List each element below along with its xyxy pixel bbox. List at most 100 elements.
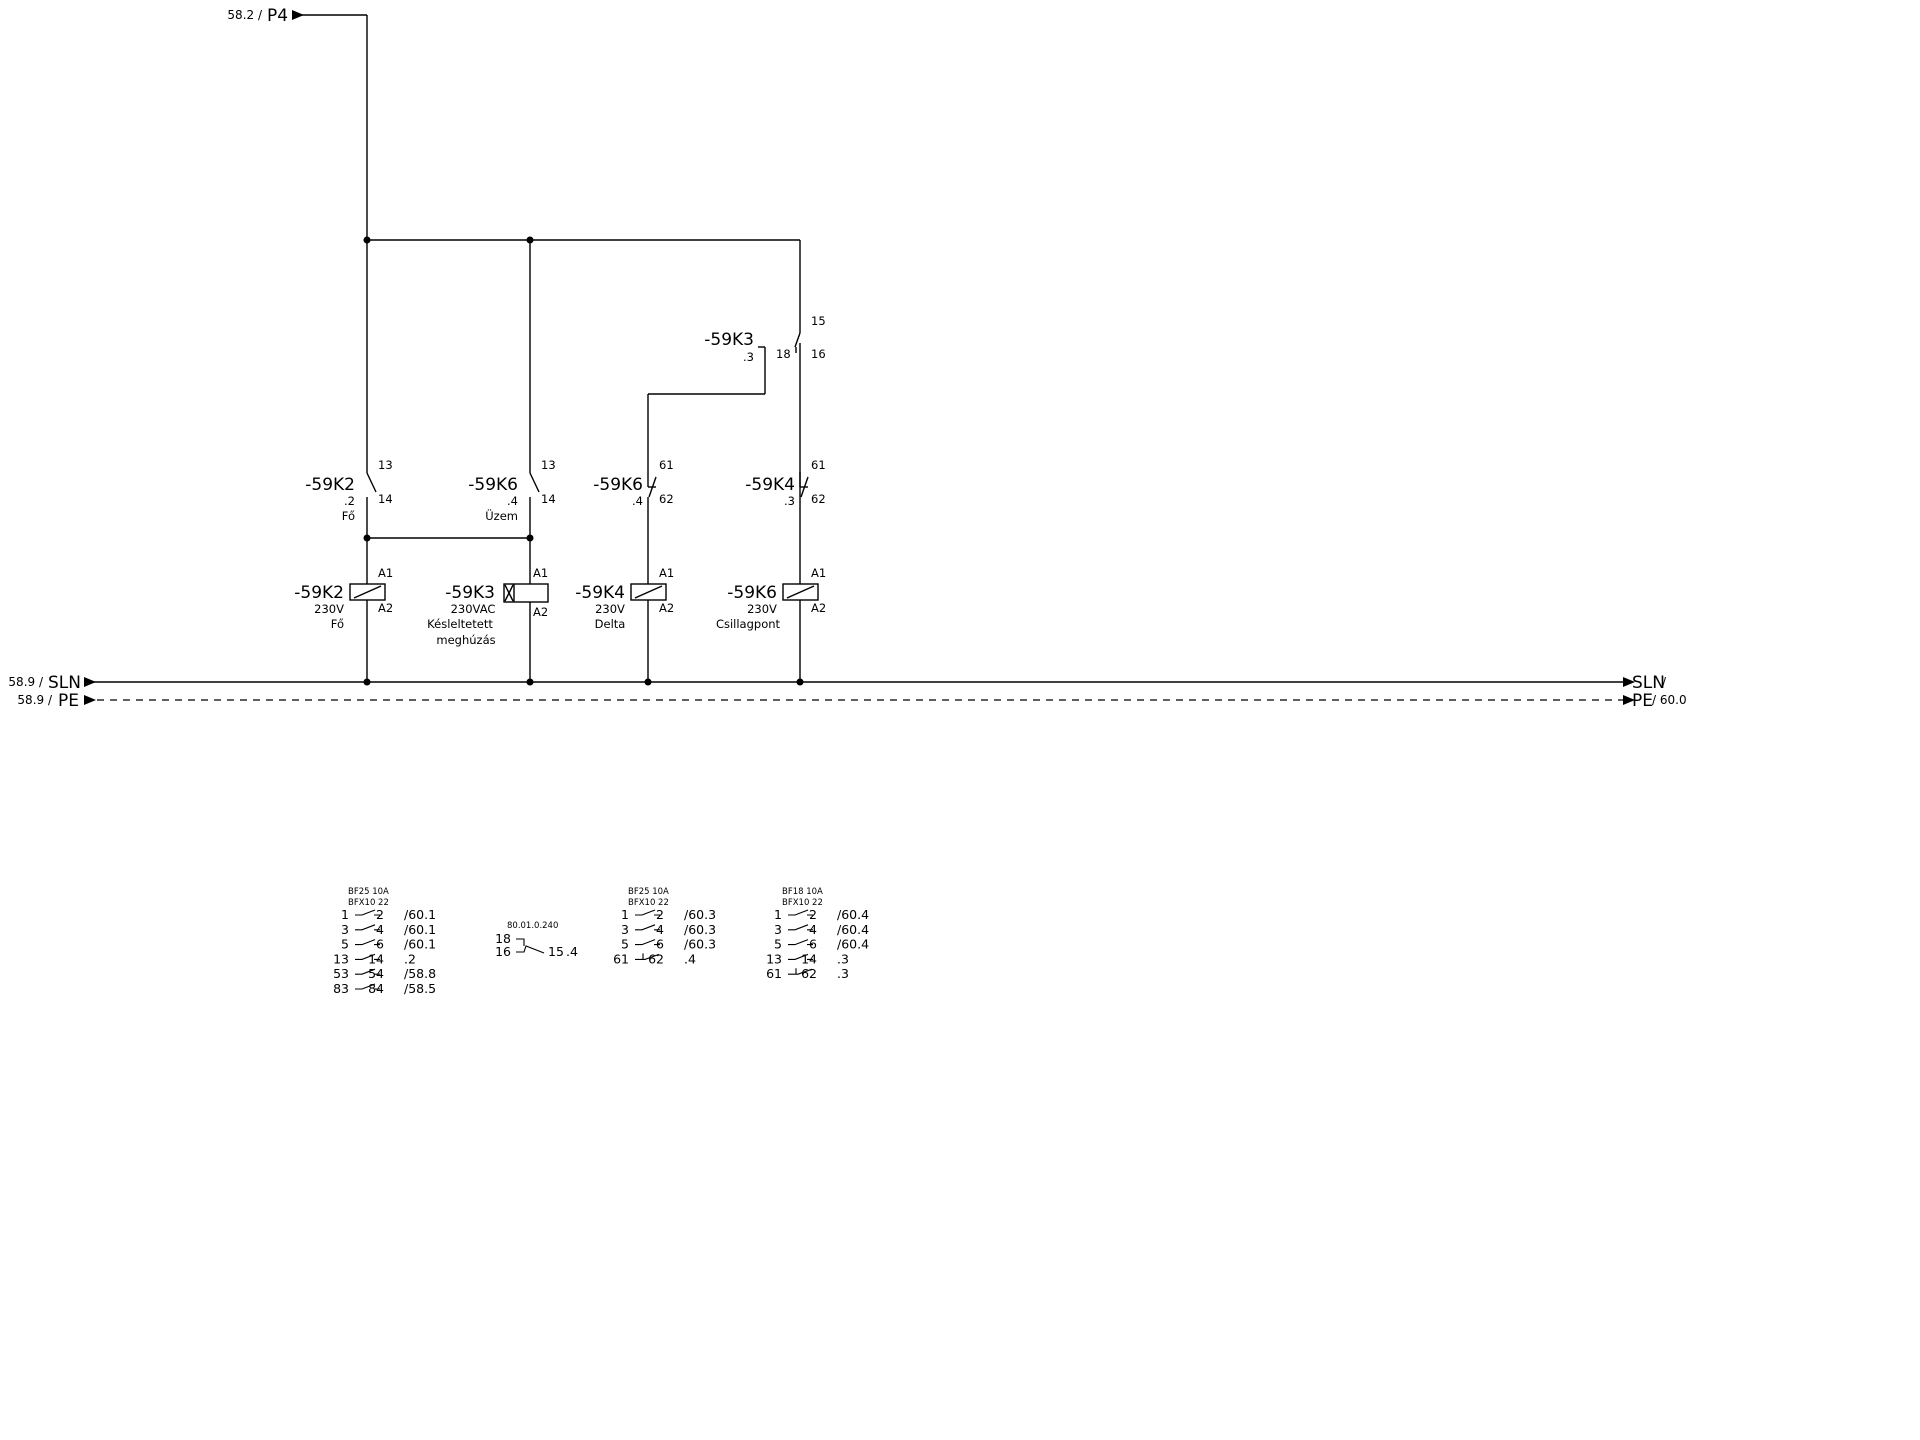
no-contact-icon (635, 924, 660, 931)
timer-contact-59k3: 15 16 18 -59K3 .3 (647, 240, 826, 590)
terminal-label: 61 (659, 458, 674, 472)
terminal-label: 18 (776, 347, 791, 361)
nc-contact-blade (648, 476, 657, 498)
coil-voltage: 230V (314, 602, 344, 616)
sln-out-label: SLN (1632, 673, 1665, 693)
terminal-label: 4 (809, 922, 817, 937)
contact-ref: /60.4 (837, 907, 869, 922)
nc-contact-blade (800, 476, 809, 498)
coil-terminal: A1 (533, 566, 548, 580)
terminal-label: 2 (809, 907, 817, 922)
junction-dot (363, 534, 371, 542)
device-tag: -59K3 (704, 330, 754, 350)
device-tag: -59K2 (305, 475, 355, 495)
coil-voltage: 230V (595, 602, 625, 616)
terminal-label: 18 (495, 931, 511, 946)
terminal-label: 5 (774, 937, 782, 952)
contact-ref: /60.1 (404, 937, 436, 952)
p4-arrow-icon (292, 10, 304, 20)
sln-out-arrow-icon (1623, 677, 1635, 687)
contact-ref: /60.1 (404, 922, 436, 937)
coil-59k6: A1 A2 -59K6 230V Csillagpont (716, 566, 826, 682)
p4-label: P4 (267, 6, 288, 26)
coil-59k4: A1 A2 -59K4 230V Delta (575, 566, 674, 682)
coil-voltage: 230V (747, 602, 777, 616)
contact-ref: .3 (837, 966, 849, 981)
coil-desc: Delta (595, 617, 626, 631)
terminal-label: 15 (811, 314, 826, 328)
device-type: BFX10 22 (348, 898, 389, 908)
no-contact-icon (788, 953, 813, 960)
contact-ref: /58.5 (404, 981, 436, 996)
contact-ref: .3 (743, 350, 754, 364)
terminal-label: 1 (341, 907, 349, 922)
terminal-label: 16 (811, 347, 826, 361)
no-contact-icon (355, 953, 380, 960)
terminal-label: 13 (378, 458, 393, 472)
contact-ref: .3 (784, 494, 795, 508)
nc-contact-icon (788, 968, 813, 975)
no-contact-blade (529, 472, 540, 493)
no-contact-icon (355, 983, 380, 990)
device-type: BF18 10A (782, 887, 823, 897)
junction-dot (796, 678, 804, 686)
pe-in-label: PE (58, 691, 79, 711)
coil-59k2: A1 A2 -59K2 230V Fő (294, 566, 393, 682)
contact-59k6-13-14: 13 14 -59K6 .4 Üzem (468, 240, 556, 590)
terminal-label: 62 (659, 492, 674, 506)
terminal-label: 6 (376, 937, 384, 952)
contact-ref: .4 (566, 944, 578, 959)
terminal-label: 54 (368, 966, 384, 981)
terminal-label: 62 (801, 966, 817, 981)
contact-59k4-61-62: 61 62 -59K4 .3 (745, 458, 825, 508)
pe-in-ref: 58.9 / (17, 693, 53, 707)
contact-59k6-61-62: 61 62 -59K6 .4 (593, 458, 674, 590)
pe-out-label: PE (1632, 691, 1653, 711)
p4-ref: 58.2 / (227, 8, 263, 22)
device-type: BFX10 22 (782, 898, 823, 908)
terminal-label: 6 (656, 937, 664, 952)
terminal-label: 16 (495, 944, 511, 959)
terminal-label: 15 (548, 944, 564, 959)
contact-ref: /60.4 (837, 922, 869, 937)
p4-input: 58.2 / P4 (227, 6, 368, 240)
coil-desc: Késleltetett (427, 617, 493, 631)
no-contact-blade (366, 472, 377, 493)
coil-voltage: 230VAC (451, 602, 496, 616)
device-type: 80.01.0.240 (507, 921, 558, 931)
device-tag: -59K6 (468, 475, 518, 495)
contact-desc: Fő (342, 509, 355, 523)
terminal-label: 61 (811, 458, 826, 472)
contact-ref: .4 (632, 494, 643, 508)
contact-ref: /60.1 (404, 907, 436, 922)
no-contact-icon (355, 968, 380, 975)
terminal-label: 2 (376, 907, 384, 922)
contact-ref: /58.8 (404, 966, 436, 981)
nc-contact-icon (635, 953, 660, 960)
sln-out-ref: / (1662, 675, 1667, 689)
contact-ref: /60.3 (684, 937, 716, 952)
contact-ref: .2 (344, 494, 355, 508)
contact-ref: .4 (684, 951, 696, 966)
contact-ref: /60.3 (684, 922, 716, 937)
terminal-label: 3 (621, 922, 629, 937)
coil-terminal: A1 (659, 566, 674, 580)
no-contact-icon (355, 909, 380, 916)
no-contact-icon (355, 924, 380, 931)
terminal-label: 1 (774, 907, 782, 922)
device-type: BF25 10A (348, 887, 389, 897)
no-contact-icon (635, 939, 660, 946)
changeover-blade (794, 332, 801, 348)
terminal-label: 14 (541, 492, 556, 506)
sln-in-ref: 58.9 / (8, 675, 44, 689)
terminal-label: 84 (368, 981, 384, 996)
junction-dot (363, 678, 371, 686)
terminal-label: 13 (541, 458, 556, 472)
contact-ref: /60.4 (837, 937, 869, 952)
coil-terminal: A2 (533, 605, 548, 619)
terminal-label: 4 (376, 922, 384, 937)
terminal-label: 2 (656, 907, 664, 922)
coil-59k3: A1 A2 -59K3 230VAC Késleltetett meghúzás (427, 566, 549, 682)
